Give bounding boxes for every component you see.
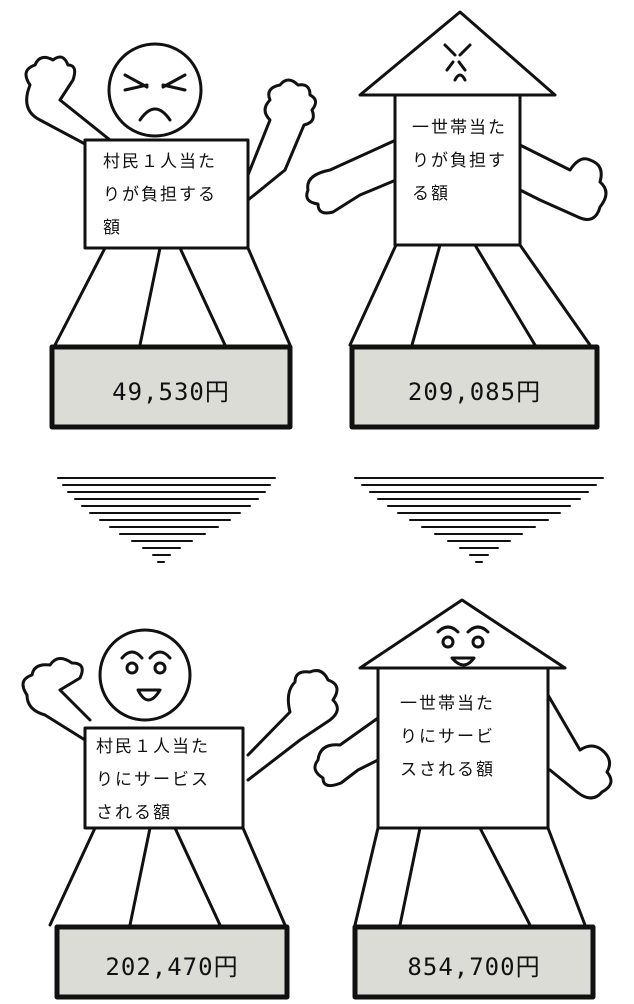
house-angry-face: [443, 43, 472, 82]
caption-line: される額: [96, 803, 172, 823]
top-person-caption: 村民１人当た りが負担する 額: [103, 146, 217, 245]
house-legs-bottom: [353, 826, 587, 927]
happy-person-figure: [21, 628, 339, 927]
downward-arrow-right: [354, 477, 604, 563]
right-arm-waving: [246, 669, 339, 782]
house-right-arm-bottom: [546, 693, 613, 800]
house-sign-bottom: [376, 666, 550, 830]
house-roof-top: [358, 10, 557, 97]
left-arm-raised: [24, 55, 117, 162]
downward-arrow-left: [57, 477, 276, 563]
caption-line: りにサービ: [400, 727, 495, 747]
house-legs-top: [348, 243, 592, 347]
caption-line: 額: [103, 218, 122, 238]
caption-line: スされる額: [400, 760, 495, 780]
angry-face-head: [107, 42, 203, 138]
caption-line: 一世帯当た: [412, 118, 507, 138]
house-left-arm: [305, 138, 398, 215]
person-sign-bottom: [83, 726, 245, 830]
pedestal-bottom-right: [352, 924, 596, 1000]
caption-line: 村民１人当た: [96, 737, 210, 757]
angry-house-figure: [305, 10, 608, 347]
caption-line: 一世帯当た: [400, 694, 495, 714]
happy-face-head: [98, 628, 192, 722]
right-arm-raised: [246, 78, 317, 202]
bottom-house-caption: 一世帯当た りにサービ スされる額: [400, 688, 495, 787]
house-happy-mouth: [450, 656, 476, 667]
pedestal-top-left: [49, 344, 293, 430]
legs-bottom: [48, 826, 287, 927]
top-house-amount: 209,085円: [407, 378, 542, 406]
pedestal-bottom-left: [54, 924, 290, 1000]
top-person-amount: 49,530円: [112, 378, 230, 406]
caption-line: りにサービス: [96, 770, 210, 790]
top-house-caption: 一世帯当た りが負担す る額: [412, 112, 507, 211]
legs: [53, 246, 292, 347]
caption-line: 村民１人当た: [103, 152, 217, 172]
caption-line: りが負担する: [103, 185, 217, 205]
left-arm-waving: [21, 657, 92, 742]
bottom-person-caption: 村民１人当た りにサービス される額: [96, 731, 210, 830]
house-sign-top: [393, 93, 522, 247]
house-left-arm-bottom: [313, 716, 380, 788]
angry-mouth: [138, 107, 172, 122]
angry-person-figure: [24, 42, 317, 347]
caption-line: りが負担す: [412, 151, 507, 171]
pedestal-top-right: [349, 344, 600, 430]
angry-eye-left: [123, 73, 149, 92]
bottom-house-amount: 854,700円: [407, 953, 541, 981]
person-sign-top: [83, 138, 250, 250]
bottom-person-amount: 202,470円: [105, 953, 239, 981]
angry-eye-right: [161, 73, 187, 92]
house-right-arm: [518, 143, 608, 221]
happy-mouth: [136, 688, 162, 702]
caption-line: る額: [412, 184, 450, 204]
